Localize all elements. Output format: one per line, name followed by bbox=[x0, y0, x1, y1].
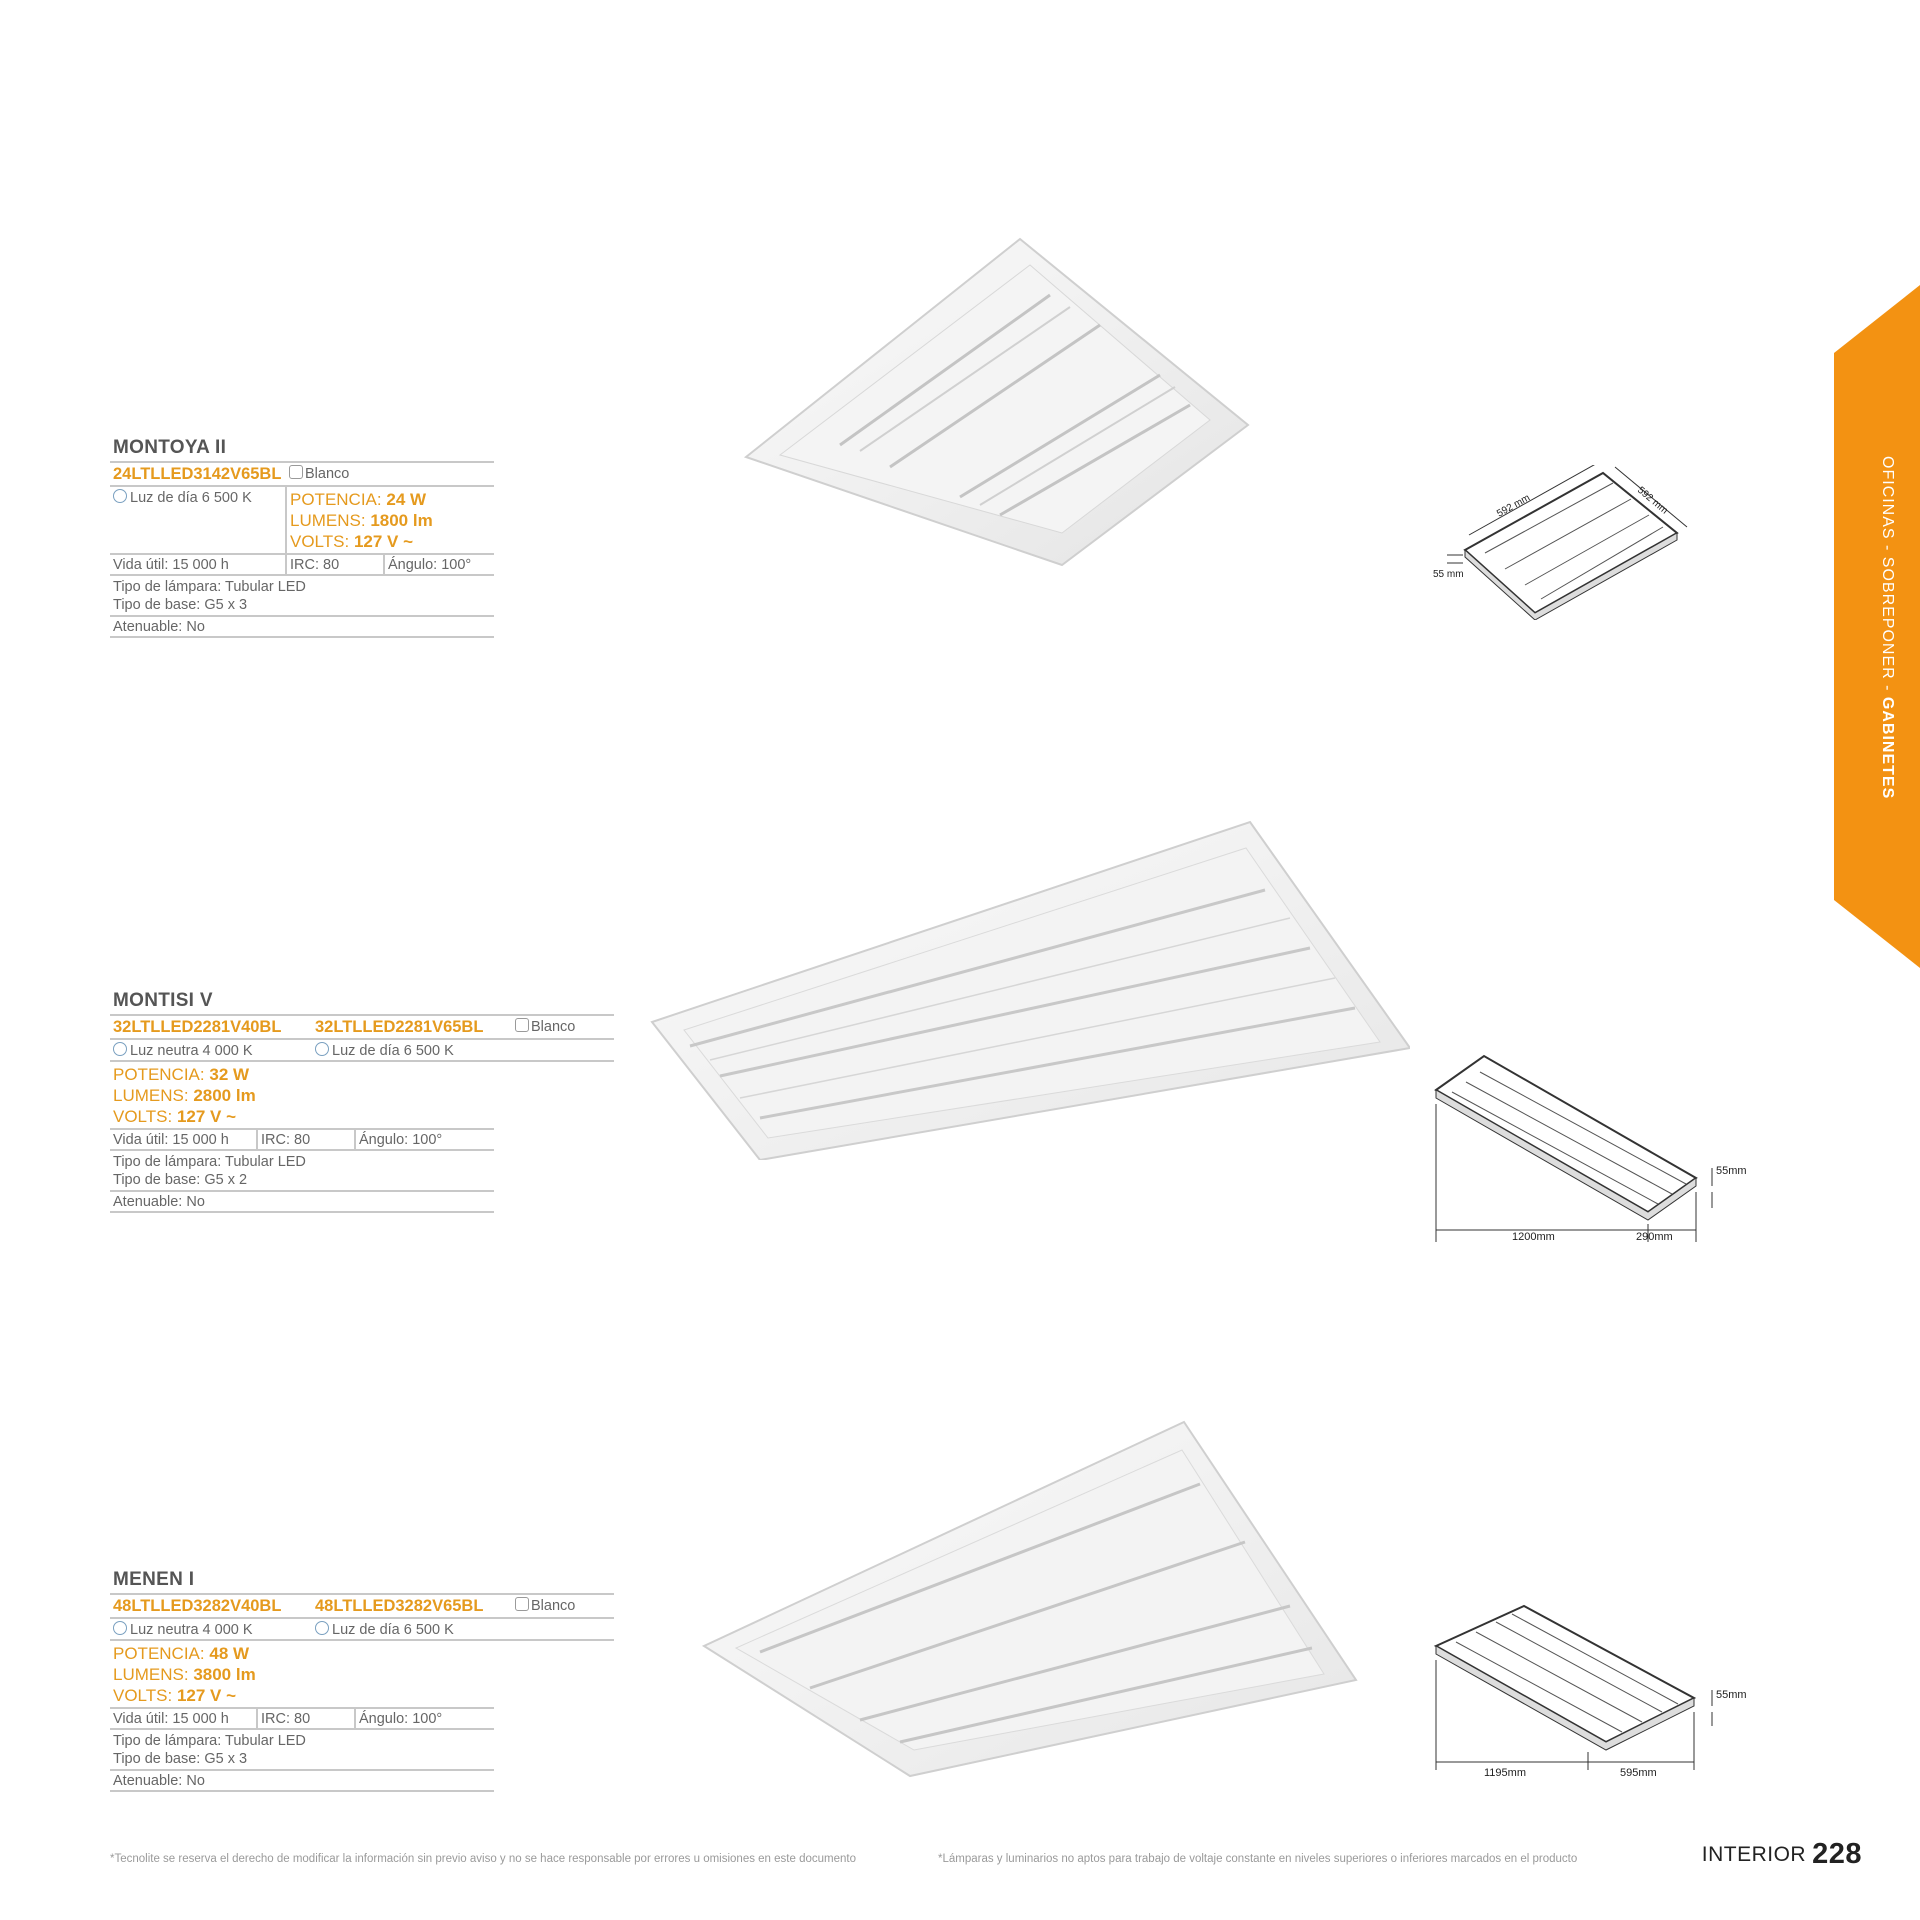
product-montoya-ii: MONTOYA II 24LTLLED3142V65BL Blanco Luz … bbox=[110, 437, 494, 638]
light-radio-icon bbox=[113, 489, 127, 503]
spec-table: 32LTLLED2281V40BL 32LTLLED2281V65BL Blan… bbox=[110, 1014, 614, 1062]
light-radio-icon bbox=[113, 1621, 127, 1635]
electrical-specs: POTENCIA: 48 W LUMENS: 3800 lm VOLTS: 12… bbox=[113, 1644, 256, 1705]
spec-table-details: POTENCIA: 32 W LUMENS: 2800 lm VOLTS: 12… bbox=[110, 1062, 494, 1213]
product-name: MONTOYA II bbox=[113, 437, 227, 458]
page-number: 228 bbox=[1812, 1838, 1862, 1870]
spec-table-details: POTENCIA: 48 W LUMENS: 3800 lm VOLTS: 12… bbox=[110, 1641, 494, 1792]
light-option: Luz de día 6 500 K bbox=[130, 490, 252, 506]
product-code: 32LTLLED2281V65BL bbox=[315, 1018, 484, 1036]
spec-table: 24LTLLED3142V65BL Blanco Luz de día 6 50… bbox=[110, 461, 494, 638]
product-code: 48LTLLED3282V65BL bbox=[315, 1597, 484, 1615]
product-code: 48LTLLED3282V40BL bbox=[113, 1597, 282, 1615]
montisi-v-photo bbox=[650, 820, 1410, 1160]
dim-height-label: 55mm bbox=[1716, 1689, 1747, 1701]
finish-label: Blanco bbox=[531, 1598, 576, 1614]
irc: IRC: 80 bbox=[256, 1129, 355, 1150]
finish-label: Blanco bbox=[531, 1019, 576, 1035]
irc: IRC: 80 bbox=[256, 1708, 355, 1729]
light-option: Luz de día 6 500 K bbox=[332, 1043, 454, 1059]
footer-disclaimer: *Tecnolite se reserva el derecho de modi… bbox=[110, 1853, 856, 1865]
tipo-lampara: Tipo de lámpara: Tubular LED bbox=[113, 1733, 306, 1749]
tipo-lampara: Tipo de lámpara: Tubular LED bbox=[113, 579, 306, 595]
angulo: Ángulo: 100° bbox=[383, 554, 494, 575]
montoya-ii-photo bbox=[743, 237, 1250, 567]
product-menen-i: MENEN I 48LTLLED3282V40BL 48LTLLED3282V6… bbox=[110, 1569, 614, 1792]
section-name: INTERIOR bbox=[1701, 1843, 1807, 1866]
dim-width-label: 290mm bbox=[1636, 1231, 1673, 1243]
footer-voltage-note: *Lámparas y luminarios no aptos para tra… bbox=[938, 1853, 1578, 1865]
light-option: Luz neutra 4 000 K bbox=[130, 1043, 253, 1059]
tipo-lampara: Tipo de lámpara: Tubular LED bbox=[113, 1154, 306, 1170]
electrical-specs: POTENCIA: 24 W LUMENS: 1800 lm VOLTS: 12… bbox=[285, 486, 494, 554]
electrical-specs: POTENCIA: 32 W LUMENS: 2800 lm VOLTS: 12… bbox=[113, 1065, 256, 1126]
atenuable: Atenuable: No bbox=[113, 1773, 205, 1789]
product-name: MONTISI V bbox=[113, 990, 213, 1011]
menen-i-dimension-drawing: 1195mm 595mm 55mm bbox=[1433, 1604, 1747, 1779]
section-side-tab bbox=[1834, 285, 1920, 968]
product-code: 24LTLLED3142V65BL bbox=[113, 465, 282, 483]
tipo-base: Tipo de base: G5 x 3 bbox=[113, 1751, 248, 1767]
dim-height-label: 55 mm bbox=[1433, 569, 1464, 580]
dim-width-label: 595mm bbox=[1620, 1767, 1657, 1779]
finish-checkbox bbox=[515, 1018, 529, 1032]
menen-i-photo bbox=[701, 1420, 1358, 1778]
light-option: Luz neutra 4 000 K bbox=[130, 1622, 253, 1638]
product-montisi-v: MONTISI V 32LTLLED2281V40BL 32LTLLED2281… bbox=[110, 990, 614, 1213]
light-option: Luz de día 6 500 K bbox=[332, 1622, 454, 1638]
irc: IRC: 80 bbox=[285, 554, 384, 575]
tipo-base: Tipo de base: G5 x 2 bbox=[113, 1172, 248, 1188]
atenuable: Atenuable: No bbox=[113, 619, 205, 635]
light-radio-icon bbox=[113, 1042, 127, 1056]
montisi-v-dimension-drawing: 1200mm 290mm 55mm bbox=[1434, 1054, 1747, 1243]
angulo: Ángulo: 100° bbox=[354, 1708, 494, 1729]
vida-util: Vida útil: 15 000 h bbox=[113, 1711, 229, 1727]
finish-checkbox bbox=[289, 465, 303, 479]
light-radio-icon bbox=[315, 1042, 329, 1056]
tipo-base: Tipo de base: G5 x 3 bbox=[113, 597, 248, 613]
finish-label: Blanco bbox=[305, 466, 350, 482]
vida-util: Vida útil: 15 000 h bbox=[113, 1132, 229, 1148]
atenuable: Atenuable: No bbox=[113, 1194, 205, 1210]
angulo: Ángulo: 100° bbox=[354, 1129, 494, 1150]
dim-length-label: 1195mm bbox=[1484, 1767, 1526, 1779]
spec-table: 48LTLLED3282V40BL 48LTLLED3282V65BL Blan… bbox=[110, 1593, 614, 1641]
product-code: 32LTLLED2281V40BL bbox=[113, 1018, 282, 1036]
product-name: MENEN I bbox=[113, 1569, 195, 1590]
light-radio-icon bbox=[315, 1621, 329, 1635]
dim-height-label: 55mm bbox=[1716, 1165, 1747, 1177]
dim-length-label: 1200mm bbox=[1512, 1231, 1555, 1243]
vida-util: Vida útil: 15 000 h bbox=[113, 557, 229, 573]
montoya-ii-dimension-drawing: 592 mm 592 mm 55 mm bbox=[1433, 465, 1688, 620]
side-tab-text: OFICINAS - SOBREPONER - GABINETES bbox=[1879, 456, 1896, 800]
finish-checkbox bbox=[515, 1597, 529, 1611]
